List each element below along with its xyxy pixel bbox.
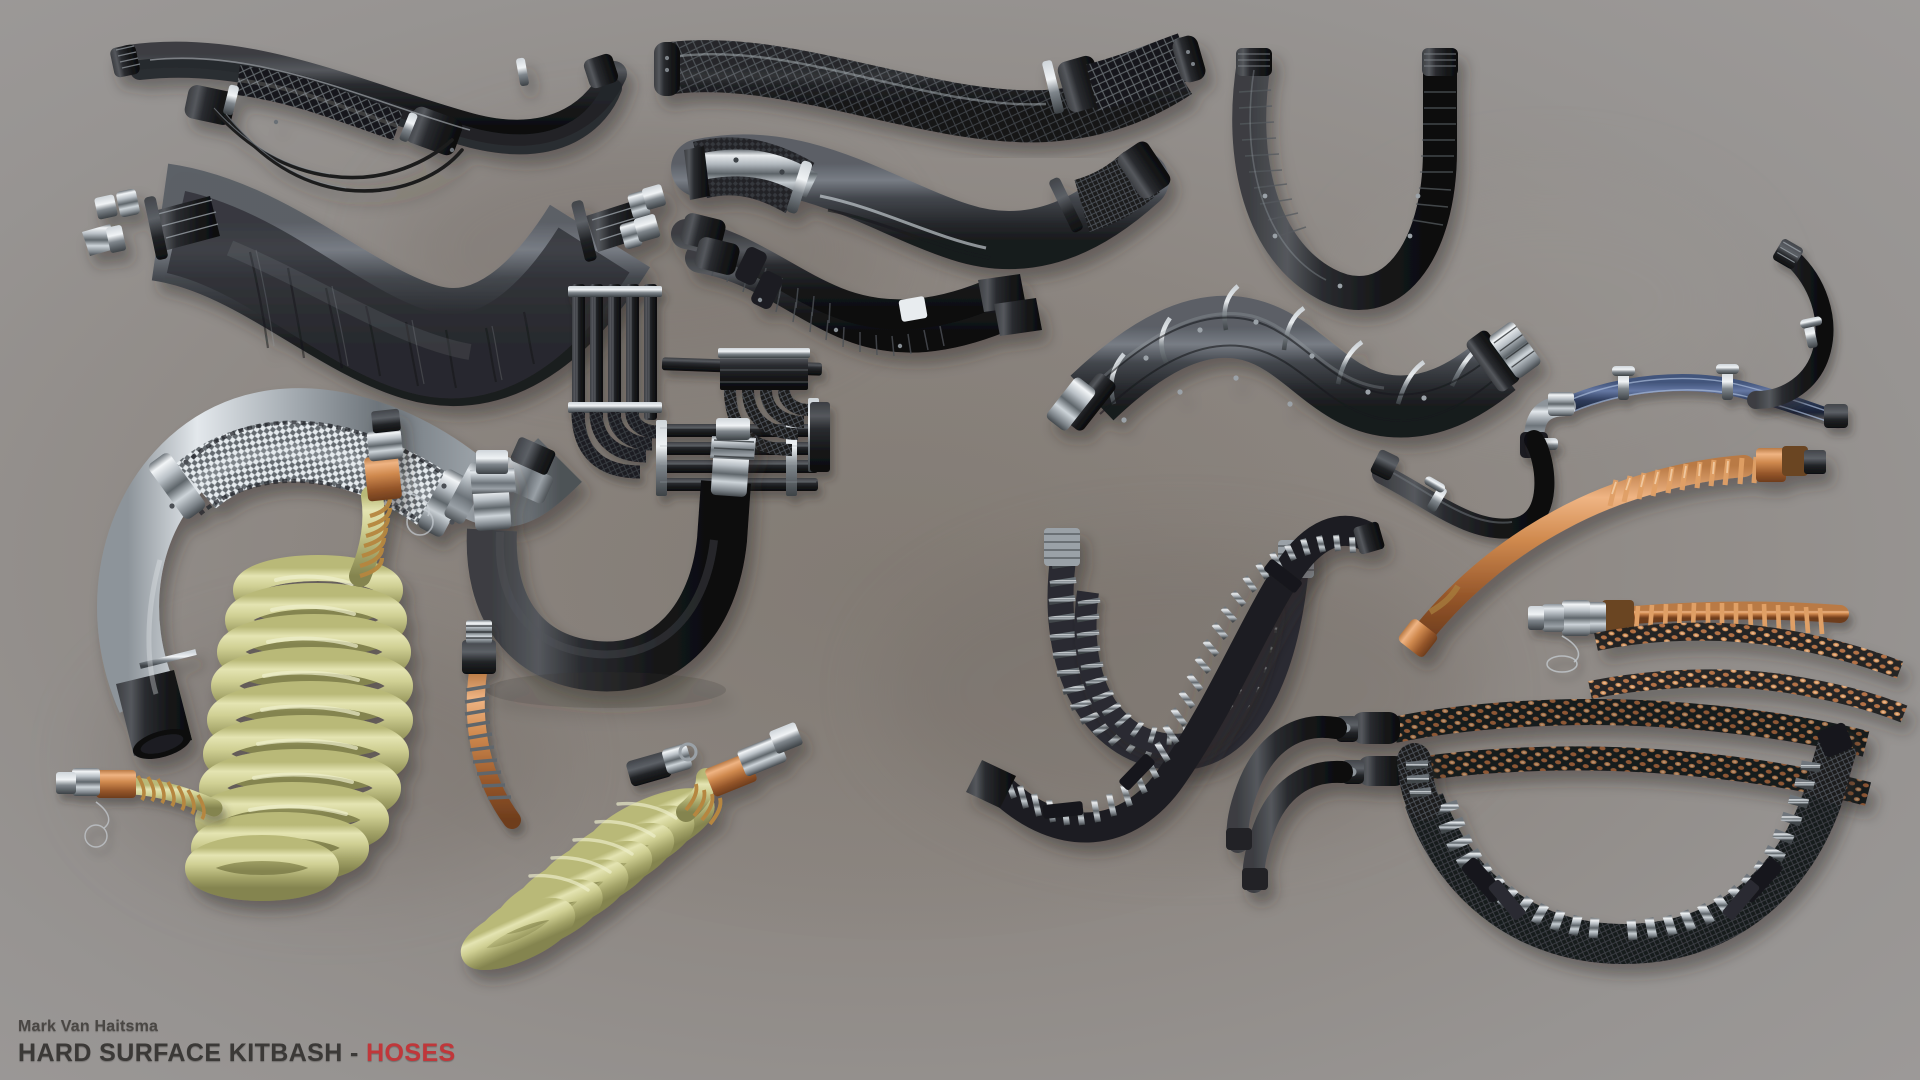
asset-twin-corrugated-flex-hose-pair bbox=[671, 213, 1042, 357]
asset-copper-spring-wrapped-hose-quick-connect bbox=[462, 620, 521, 829]
asset-armored-cable-harness-with-junction-blocks bbox=[110, 41, 627, 193]
asset-steel-coil-armored-carbon-hose bbox=[1397, 722, 1858, 965]
author-name: Mark Van Haitsma bbox=[18, 1017, 159, 1035]
sheet-title-main: HARD SURFACE KITBASH - bbox=[18, 1038, 367, 1067]
asset-short-black-elbow-nipple-hose bbox=[1747, 239, 1834, 409]
asset-carbon-weave-elbow-hose-with-plates bbox=[671, 134, 1171, 270]
asset-ribbed-u-bend-rubber-duct bbox=[1232, 48, 1458, 310]
sheet-title-accent: HOSES bbox=[366, 1038, 456, 1067]
asset-black-rubber-u-hose-twin-fittings bbox=[466, 418, 756, 708]
asset-chrome-spiral-s-curve-hose bbox=[966, 515, 1385, 843]
asset-pleated-boot-hose-twin-fittings bbox=[82, 163, 666, 406]
asset-copper-spring-wrapped-hose-short bbox=[56, 768, 223, 848]
asset-copper-corrugated-hose-with-fitting bbox=[1398, 446, 1826, 657]
credit-block: Mark Van Haitsma HARD SURFACE KITBASH - … bbox=[18, 1017, 456, 1066]
sheet-title: HARD SURFACE KITBASH - HOSES bbox=[18, 1040, 456, 1066]
asset-misc-fittings bbox=[626, 742, 698, 787]
asset-segmented-banded-flex-duct bbox=[1046, 284, 1541, 438]
asset-olive-coiled-air-hose-large bbox=[185, 408, 434, 901]
asset-diamond-mesh-braided-hose-long bbox=[654, 33, 1206, 143]
asset-olive-coiled-air-hose-small bbox=[460, 722, 803, 971]
asset-black-s-curve-hose-with-clamps bbox=[1370, 430, 1555, 539]
